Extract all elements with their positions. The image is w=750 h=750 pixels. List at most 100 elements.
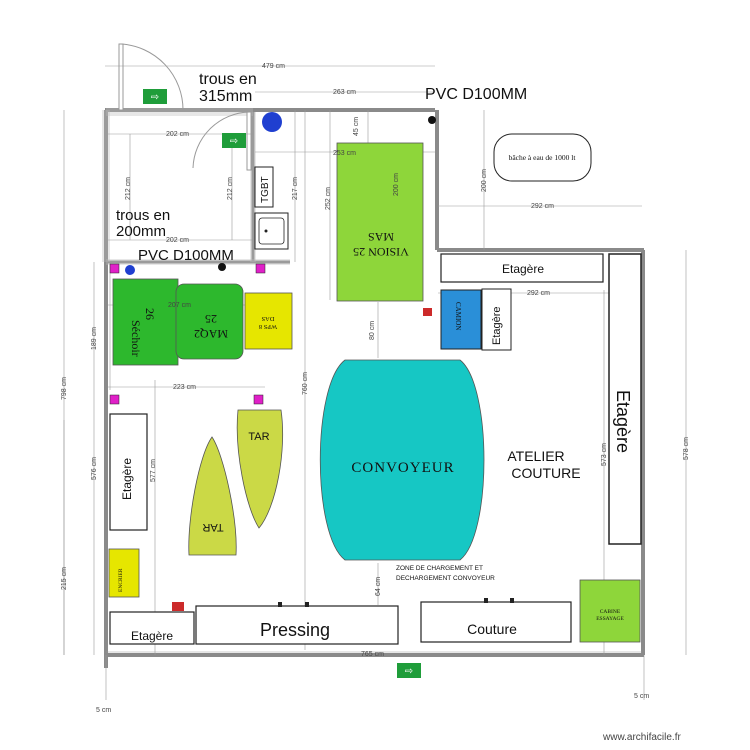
svg-text:5 cm: 5 cm bbox=[634, 693, 649, 700]
svg-text:578 cm: 578 cm bbox=[683, 437, 690, 460]
trous-315-label: trous en bbox=[199, 71, 257, 88]
svg-text:189 cm: 189 cm bbox=[91, 327, 98, 350]
svg-text:798 cm: 798 cm bbox=[61, 377, 68, 400]
svg-text:207 cm: 207 cm bbox=[168, 302, 191, 309]
svg-text:576 cm: 576 cm bbox=[91, 457, 98, 480]
svg-text:⇨: ⇨ bbox=[405, 666, 413, 677]
shelf-right: Etagère bbox=[608, 253, 642, 545]
tgbt-label: TGBT bbox=[260, 176, 271, 203]
svg-text:760 cm: 760 cm bbox=[302, 372, 309, 395]
pvc-left-label: PVC D100MM bbox=[138, 247, 234, 264]
svg-text:ESSAYAGE: ESSAYAGE bbox=[596, 616, 624, 622]
svg-text:200 cm: 200 cm bbox=[481, 169, 488, 192]
svg-text:25: 25 bbox=[205, 312, 217, 326]
svg-text:WPS 8: WPS 8 bbox=[259, 323, 277, 330]
exit-sign-top: ⇨ bbox=[143, 89, 167, 104]
walls bbox=[102, 108, 645, 668]
magenta-markers bbox=[109, 263, 266, 405]
watermark: www.archifacile.fr bbox=[602, 732, 681, 743]
svg-text:202 cm: 202 cm bbox=[166, 131, 189, 138]
cabine-essayage: CABINE ESSAYAGE bbox=[579, 579, 641, 643]
table-tar-1: TAR bbox=[236, 409, 284, 529]
svg-text:CAMION: CAMION bbox=[454, 302, 462, 330]
svg-text:ATELIER: ATELIER bbox=[507, 448, 564, 464]
svg-text:ZONE DE CHARGEMENT ET: ZONE DE CHARGEMENT ET bbox=[396, 565, 483, 572]
zone-label: ZONE DE CHARGEMENT ET DECHARGEMENT CONVO… bbox=[396, 565, 495, 582]
svg-text:202 cm: 202 cm bbox=[166, 237, 189, 244]
svg-text:64 cm: 64 cm bbox=[375, 577, 382, 596]
bache-tank: bâche à eau de 1000 lt bbox=[493, 133, 592, 182]
machine-wps: WPS 8 DAS bbox=[244, 292, 293, 350]
svg-text:212 cm: 212 cm bbox=[125, 177, 132, 200]
svg-text:252 cm: 252 cm bbox=[325, 187, 332, 210]
door-inner[interactable] bbox=[192, 111, 252, 171]
extinguisher-sign-2 bbox=[172, 602, 184, 611]
svg-text:5 cm: 5 cm bbox=[96, 707, 111, 714]
svg-text:ENCRIER: ENCRIER bbox=[118, 568, 124, 592]
pipe-black-top bbox=[428, 116, 436, 124]
svg-text:26: 26 bbox=[143, 308, 157, 320]
exit-sign-bottom: ⇨ bbox=[397, 663, 421, 678]
svg-text:⇨: ⇨ bbox=[230, 136, 238, 147]
svg-text:Etagère: Etagère bbox=[131, 629, 173, 643]
cabinet-small-yellow: ENCRIER bbox=[108, 548, 140, 598]
convoyeur: CONVOYEUR bbox=[319, 359, 485, 561]
shelf-bottom: Etagère bbox=[109, 611, 195, 645]
svg-text:Etagère: Etagère bbox=[120, 458, 134, 500]
trous-200-label: trous en bbox=[116, 207, 170, 224]
tgbt-panel bbox=[254, 166, 274, 208]
svg-text:217 cm: 217 cm bbox=[292, 177, 299, 200]
dimension-labels: 479 cm 263 cm 202 cm 202 cm 253 cm 292 c… bbox=[61, 63, 690, 714]
table-tar-2: TAR bbox=[188, 436, 237, 556]
svg-text:⇨: ⇨ bbox=[151, 92, 159, 103]
svg-text:Pressing: Pressing bbox=[260, 620, 330, 640]
svg-text:TAR: TAR bbox=[248, 431, 269, 443]
camion-unit: CAMION bbox=[440, 289, 482, 350]
counter-couture: Couture bbox=[420, 598, 572, 643]
door-top[interactable] bbox=[118, 43, 184, 111]
svg-text:DECHARGEMENT CONVOYEUR: DECHARGEMENT CONVOYEUR bbox=[396, 575, 495, 582]
exit-sign-inner: ⇨ bbox=[222, 133, 246, 148]
svg-text:DAS: DAS bbox=[261, 315, 274, 322]
pipe-blue-small bbox=[125, 265, 135, 275]
trous-200-label-b: 200mm bbox=[116, 223, 166, 240]
svg-text:215 cm: 215 cm bbox=[61, 567, 68, 590]
counter-pressing: Pressing bbox=[195, 602, 399, 645]
svg-text:80 cm: 80 cm bbox=[369, 321, 376, 340]
pipe-blue-large bbox=[262, 112, 282, 132]
machine-vision: VISION 25 MAS bbox=[336, 142, 424, 302]
sink[interactable] bbox=[254, 212, 289, 250]
svg-text:Séchoir: Séchoir bbox=[129, 320, 143, 357]
machine-sechoir: Séchoir 26 bbox=[112, 278, 179, 366]
svg-text:212 cm: 212 cm bbox=[227, 177, 234, 200]
vision-label-b: MAS bbox=[368, 230, 394, 244]
shelf-left: Etagère bbox=[109, 413, 148, 531]
svg-text:223 cm: 223 cm bbox=[173, 384, 196, 391]
shelf-small: Etagère bbox=[481, 288, 512, 351]
svg-text:COUTURE: COUTURE bbox=[511, 465, 580, 481]
svg-text:765 cm: 765 cm bbox=[361, 651, 384, 658]
svg-text:CABINE: CABINE bbox=[600, 609, 621, 615]
vision-label: VISION 25 bbox=[353, 245, 409, 259]
svg-text:Etagère: Etagère bbox=[491, 306, 503, 345]
svg-text:Couture: Couture bbox=[467, 621, 517, 637]
extinguisher-sign-1 bbox=[423, 308, 432, 316]
bache-label: bâche à eau de 1000 lt bbox=[509, 153, 577, 162]
svg-text:263 cm: 263 cm bbox=[333, 89, 356, 96]
svg-text:292 cm: 292 cm bbox=[531, 203, 554, 210]
svg-text:577 cm: 577 cm bbox=[150, 459, 157, 482]
svg-text:479 cm: 479 cm bbox=[262, 63, 285, 70]
atelier-label: ATELIER COUTURE bbox=[507, 448, 580, 481]
machine-maq2: MAQ2 25 bbox=[175, 283, 244, 360]
svg-text:TAR: TAR bbox=[202, 521, 223, 533]
pvc-top-label: PVC D100MM bbox=[425, 86, 527, 103]
svg-text:CONVOYEUR: CONVOYEUR bbox=[351, 460, 454, 476]
svg-text:MAQ2: MAQ2 bbox=[194, 327, 228, 341]
trous-315-label-b: 315mm bbox=[199, 88, 252, 105]
svg-text:45 cm: 45 cm bbox=[353, 117, 360, 136]
svg-text:200 cm: 200 cm bbox=[393, 173, 400, 196]
svg-text:253 cm: 253 cm bbox=[333, 150, 356, 157]
svg-text:Etagère: Etagère bbox=[613, 390, 633, 453]
svg-text:573 cm: 573 cm bbox=[601, 443, 608, 466]
